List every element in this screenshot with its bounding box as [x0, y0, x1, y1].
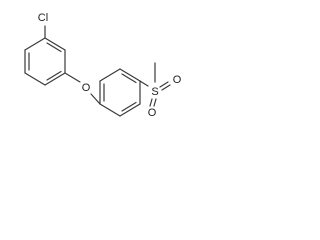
bond-ring1-inner-1	[46, 42, 62, 53]
bond-ring2-e	[119, 103, 141, 117]
sulfonyl-oxygen-bottom-label: O	[148, 107, 157, 119]
bond-ring2-inner-2	[121, 73, 137, 84]
bond-ring2-inner-3	[121, 101, 137, 112]
bond-o-ring2	[90, 93, 101, 105]
chlorophenyl-ring	[24, 37, 66, 86]
bond-s-o-lower-2	[153, 98, 157, 107]
bond-ring1-a	[44, 37, 66, 51]
chlorine-atom-label: Cl	[38, 12, 48, 24]
bond-ring1-inner-2	[46, 70, 62, 81]
bond-s-o-lower-1	[149, 98, 153, 107]
bond-ring2-c	[119, 68, 141, 82]
bond-ring1-c	[44, 72, 66, 86]
bond-ring2-b	[99, 68, 121, 82]
chemical-structure-diagram: Cl O S O O	[24, 12, 182, 119]
bond-ring1-d	[24, 72, 46, 86]
bond-ring2-f	[99, 103, 121, 117]
bond-ring2-s	[139, 80, 149, 87]
bond-ring1-f	[24, 37, 46, 51]
bond-s-o-upper-1	[159, 81, 169, 88]
bond-ring1-o	[64, 72, 81, 83]
ether-oxygen-atom-label: O	[82, 82, 91, 94]
sulfur-atom-label: S	[151, 86, 158, 98]
sulfonyl-oxygen-right-label: O	[173, 74, 182, 86]
methylsulfonylphenyl-ring	[99, 68, 141, 117]
bond-s-o-upper-2	[161, 84, 171, 91]
